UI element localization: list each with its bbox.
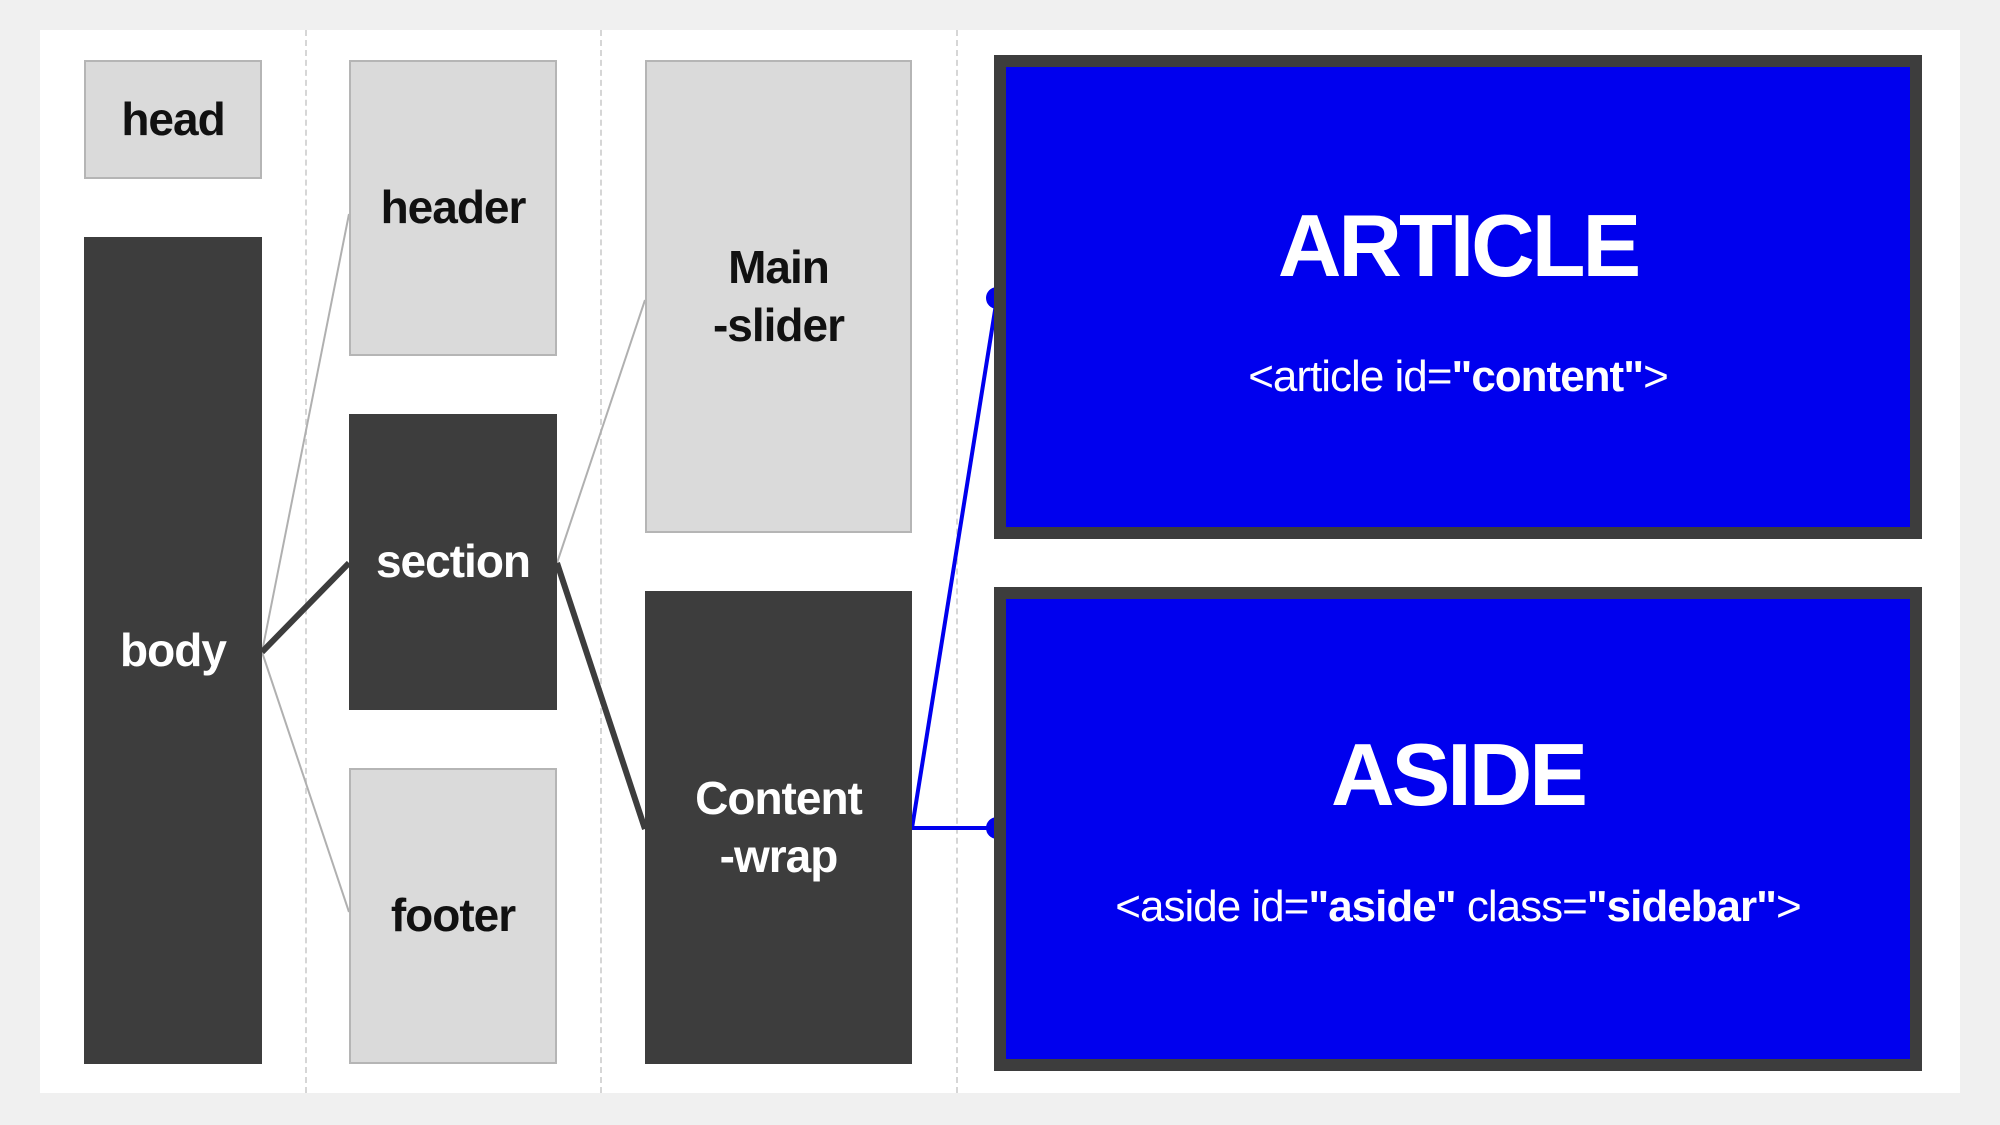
column-divider [305,30,307,1093]
node-footer-label: footer [390,889,516,942]
aside-code-close: > [1776,882,1802,931]
node-body: body [84,237,262,1064]
node-body-label: body [120,623,227,676]
article-box: ARTICLE <article id="content"> [994,55,1922,539]
link-body-footer [261,651,350,913]
node-head-label: head [121,92,225,145]
link-section-mainslider [556,299,646,564]
aside-title: ASIDE [1331,725,1588,824]
article-title: ARTICLE [1277,196,1641,295]
node-section: section [349,414,557,710]
article-code: <article id="content"> [1006,352,1910,402]
node-head: head [84,60,262,179]
aside-box: ASIDE <aside id="aside" class="sidebar"> [994,587,1922,1071]
aside-code: <aside id="aside" class="sidebar"> [1006,882,1910,932]
link-contentwrap-article [910,297,999,829]
node-content-wrap-label-line2: -wrap [719,829,839,882]
node-header: header [349,60,557,356]
article-code-close: > [1643,352,1669,401]
aside-class-value: "sidebar" [1586,882,1777,931]
aside-code-mid: class= [1455,882,1588,931]
aside-id-value: "aside" [1308,882,1456,931]
link-body-header [261,213,350,653]
column-divider [956,30,958,1093]
node-main-slider-label-line2: -slider [712,298,845,351]
node-content-wrap-label-line1: Content [695,772,863,824]
node-content-wrap: Content -wrap [645,591,912,1064]
link-body-section [259,560,352,655]
article-code-open: <article id= [1248,352,1452,401]
aside-code-open: <aside id= [1115,882,1309,931]
article-id-value: "content" [1451,352,1644,401]
node-main-slider-label-line1: Main [728,241,830,293]
link-section-contentwrap [554,562,648,830]
node-header-label: header [380,181,527,234]
node-main-slider: Main -slider [645,60,912,533]
column-divider [600,30,602,1093]
node-section-label: section [375,535,531,588]
node-footer: footer [349,768,557,1064]
